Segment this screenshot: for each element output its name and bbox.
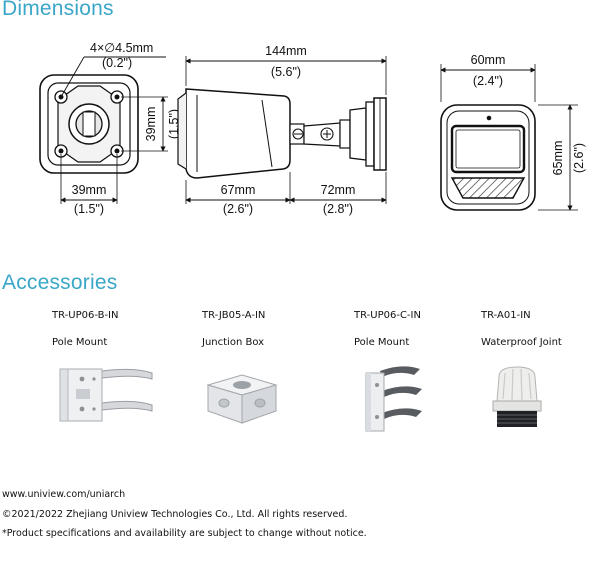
dim-front-w: 60mm bbox=[471, 53, 506, 67]
waterproof-joint-icon bbox=[492, 366, 542, 427]
dimensions-drawing: 4×∅4.5mm (0.2") 39mm (1.5") 39mm (1.5") bbox=[39, 41, 586, 216]
footer-url: www.uniview.com/uniarch bbox=[2, 489, 126, 500]
accessory-model: TR-A01-IN bbox=[481, 310, 531, 321]
dim-base-h: 39mm bbox=[144, 107, 158, 142]
accessory-desc: Pole Mount bbox=[52, 337, 108, 348]
dim-holes-in: (0.2") bbox=[102, 56, 132, 70]
dimensions-title: Dimensions bbox=[2, 0, 114, 20]
dim-base-w: 39mm bbox=[72, 183, 107, 197]
dim-front-w-in: (2.4") bbox=[473, 74, 503, 88]
dim-mount-len-in: (2.8") bbox=[323, 202, 353, 216]
dim-length: 144mm bbox=[265, 44, 307, 58]
accessory-desc: Waterproof Joint bbox=[481, 337, 562, 348]
dim-base-w-in: (1.5") bbox=[74, 202, 104, 216]
dim-body-len-in: (2.6") bbox=[223, 202, 253, 216]
junction-box-icon bbox=[206, 374, 278, 424]
pole-mount-c-icon bbox=[365, 366, 422, 432]
side-view: 144mm (5.6") 67mm (2.6") 72mm (2.8") bbox=[177, 44, 387, 216]
accessory-model: TR-UP06-C-IN bbox=[354, 310, 421, 321]
accessory-model: TR-UP06-B-IN bbox=[52, 310, 119, 321]
dim-holes: 4×∅4.5mm bbox=[90, 41, 153, 55]
dim-mount-len: 72mm bbox=[321, 183, 356, 197]
pole-mount-b-icon bbox=[59, 368, 153, 422]
dim-front-h-in: (2.6") bbox=[572, 143, 586, 173]
accessory-desc: Pole Mount bbox=[354, 337, 410, 348]
dim-body-len: 67mm bbox=[221, 183, 256, 197]
accessory-desc: Junction Box bbox=[202, 337, 265, 348]
accessories-title: Accessories bbox=[2, 271, 118, 294]
footer-note: *Product specifications and availability… bbox=[2, 528, 367, 539]
front-view: 60mm (2.4") 65mm (2.6") bbox=[440, 53, 586, 211]
base-view: 4×∅4.5mm (0.2") 39mm (1.5") 39mm (1.5") bbox=[39, 41, 181, 216]
dim-length-in: (5.6") bbox=[271, 65, 301, 79]
footer-copyright: ©2021/2022 Zhejiang Uniview Technologies… bbox=[2, 509, 348, 520]
dim-front-h: 65mm bbox=[551, 141, 565, 176]
accessory-model: TR-JB05-A-IN bbox=[202, 310, 266, 321]
